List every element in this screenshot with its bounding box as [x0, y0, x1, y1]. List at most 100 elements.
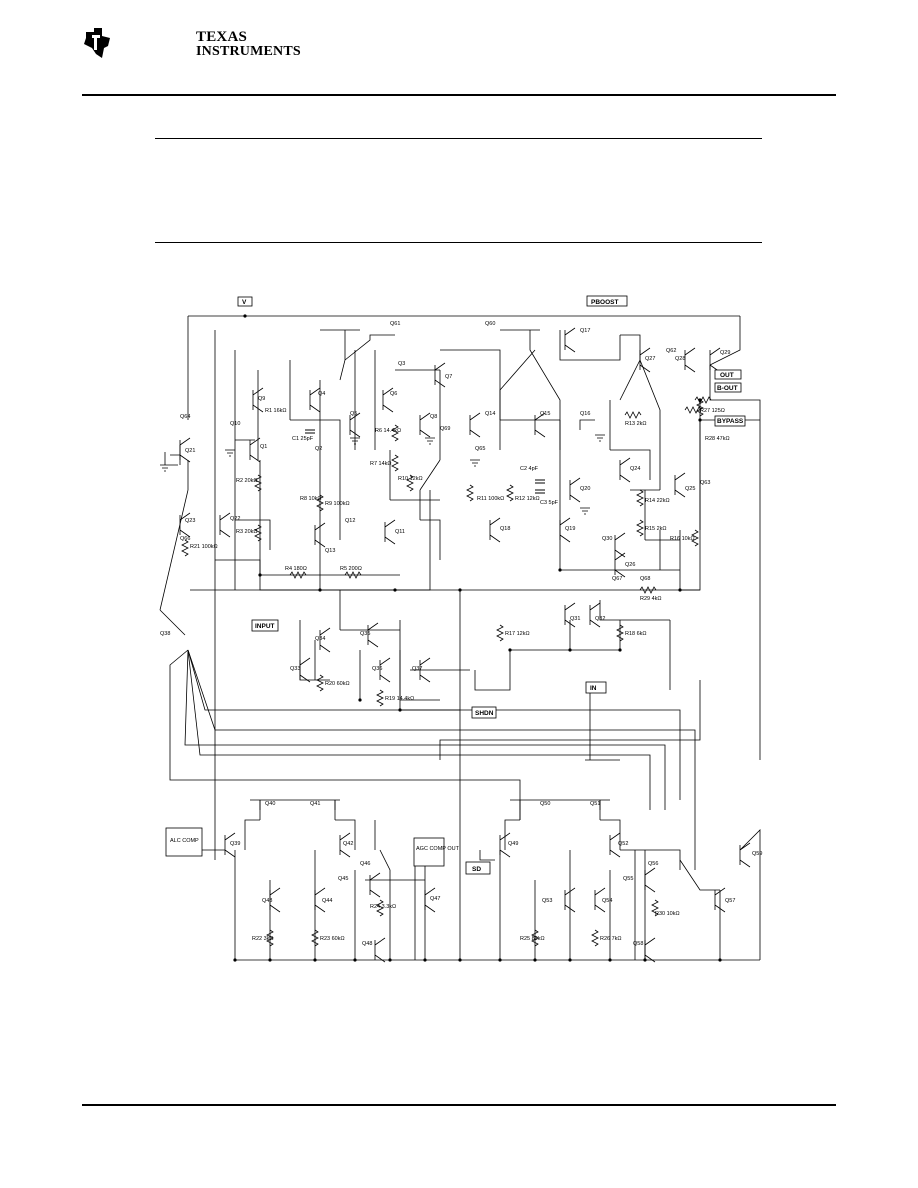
label-q5: Q5 [350, 411, 357, 417]
label-q8: Q8 [430, 414, 437, 420]
pin-out: OUT [720, 372, 734, 379]
label-q7: Q7 [445, 374, 452, 380]
label-r13: R13 2kΩ [625, 421, 647, 427]
label-q33: Q33 [290, 666, 300, 672]
label-q1: Q1 [260, 444, 267, 450]
label-r23: R23 60kΩ [320, 936, 345, 942]
label-q56: Q56 [648, 861, 658, 867]
label-r3: R3 20kΩ [236, 529, 258, 535]
logo-line-1: TEXAS [196, 29, 248, 45]
label-q21: Q21 [185, 448, 195, 454]
label-q2: Q2 [315, 446, 322, 452]
label-q69: Q69 [440, 426, 450, 432]
label-r9: R9 100kΩ [325, 501, 350, 507]
label-q23: Q23 [185, 518, 195, 524]
label-c3: C3 5pF [540, 500, 559, 506]
label-r30: R30 10kΩ [655, 911, 680, 917]
label-q51: Q51 [590, 801, 600, 807]
label-q35: Q35 [360, 631, 370, 637]
label-r29: R29 4kΩ [640, 596, 662, 602]
footer-rule [82, 1104, 836, 1106]
label-q24: Q24 [630, 466, 640, 472]
label-q49: Q49 [508, 841, 518, 847]
label-q29: Q29 [720, 350, 730, 356]
label-q52: Q52 [618, 841, 628, 847]
table-rule-bottom [155, 242, 762, 243]
label-q47: Q47 [430, 896, 440, 902]
pin-input: INPUT [255, 623, 275, 630]
label-r11: R11 100kΩ [477, 496, 504, 502]
label-r24: R24 3.3kΩ [370, 904, 396, 910]
label-q54: Q54 [602, 898, 612, 904]
label-r5: R5 200Ω [340, 566, 362, 572]
label-q16: Q16 [580, 411, 590, 417]
pin-bypass: BYPASS [717, 418, 744, 425]
label-q62: Q62 [666, 348, 676, 354]
label-q53: Q53 [542, 898, 552, 904]
label-r8: R8 10kΩ [300, 496, 322, 502]
label-q17: Q17 [580, 328, 590, 334]
label-r26: R26 7kΩ [600, 936, 622, 942]
label-r19: R19 14.4kΩ [385, 696, 414, 702]
label-r10: R10 12kΩ [398, 476, 423, 482]
label-r16: R16 10kΩ [670, 536, 695, 542]
label-r7: R7 14kΩ [370, 461, 392, 467]
pin-b-out: B-OUT [717, 385, 738, 392]
label-q26: Q26 [625, 562, 635, 568]
label-q4: Q4 [318, 391, 325, 397]
label-q9: Q9 [258, 396, 265, 402]
equivalent-schematic: V PBOOST OUT B-OUT BYPASS INPUT IN SHDN … [159, 295, 762, 963]
label-q18: Q18 [500, 526, 510, 532]
label-r22: R22 3kΩ [252, 936, 274, 942]
label-r20: R20 60kΩ [325, 681, 350, 687]
label-r28: R28 47kΩ [705, 436, 730, 442]
label-r15: R15 2kΩ [645, 526, 667, 532]
label-q50: Q50 [540, 801, 550, 807]
label-q59: Q59 [752, 851, 762, 857]
label-q19: Q19 [565, 526, 575, 532]
label-q46: Q46 [360, 861, 370, 867]
label-q61: Q61 [390, 321, 400, 327]
label-q40: Q40 [265, 801, 275, 807]
label-q13: Q13 [325, 548, 335, 554]
label-r27: R27 125Ω [700, 408, 725, 414]
label-q58: Q58 [633, 941, 643, 947]
label-q42: Q42 [343, 841, 353, 847]
label-q30: Q30 [602, 536, 612, 542]
label-q10: Q10 [230, 421, 240, 427]
label-q11: Q11 [395, 529, 405, 535]
label-q12: Q12 [345, 518, 355, 524]
label-q65: Q65 [475, 446, 485, 452]
label-q60: Q60 [485, 321, 495, 327]
header-rule [82, 94, 836, 96]
label-q63: Q63 [700, 480, 710, 486]
ti-state-icon [84, 28, 110, 58]
label-q45: Q45 [338, 876, 348, 882]
label-q67: Q67 [612, 576, 622, 582]
label-q28: Q28 [675, 356, 685, 362]
pin-alc-comp: ALC COMP [170, 838, 199, 844]
label-r25: R25 80kΩ [520, 936, 545, 942]
label-q20: Q20 [580, 486, 590, 492]
label-c2: C2 4pF [520, 466, 539, 472]
label-q43: Q43 [262, 898, 272, 904]
label-q66: Q66 [180, 536, 190, 542]
label-q64: Q64 [180, 414, 190, 420]
table-rule-top [155, 138, 762, 139]
logo-line-2: INSTRUMENTS [196, 44, 301, 59]
label-q34: Q34 [315, 636, 325, 642]
label-q55: Q55 [623, 876, 633, 882]
label-r6: R6 14.4kΩ [375, 428, 401, 434]
label-r1: R1 16kΩ [265, 408, 287, 414]
pin-sd: SD [472, 866, 481, 873]
label-r14: R14 22kΩ [645, 498, 670, 504]
label-q6: Q6 [390, 391, 397, 397]
pin-in: IN [590, 685, 597, 692]
label-q36: Q36 [372, 666, 382, 672]
label-c1: C1 25pF [292, 436, 314, 442]
pin-shdn: SHDN [475, 710, 494, 717]
label-q57: Q57 [725, 898, 735, 904]
label-q22: Q22 [230, 516, 240, 522]
pin-pboost: PBOOST [591, 299, 618, 306]
label-q44: Q44 [322, 898, 332, 904]
